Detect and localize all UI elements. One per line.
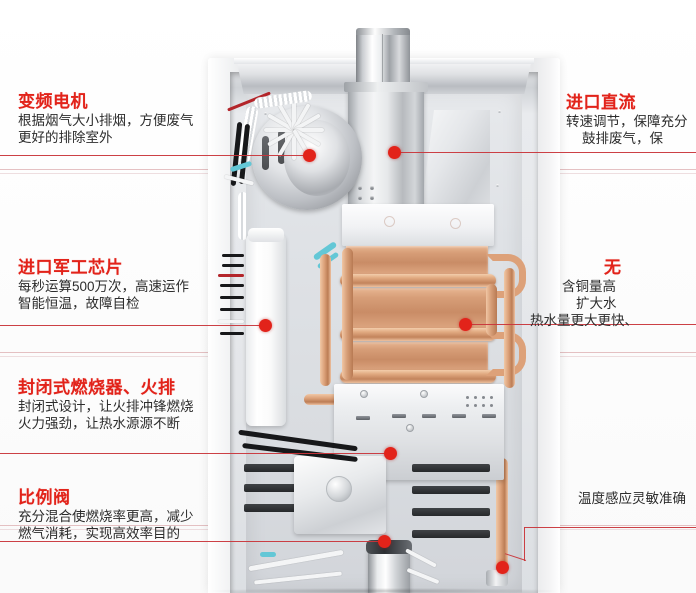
dc-fan-dot[interactable] xyxy=(388,146,401,159)
callout-imported-dc-motor: 进口直流 转速调节，保障充分 鼓排废气，保 xyxy=(566,93,696,147)
callout-desc-line: 温度感应灵敏准确 xyxy=(578,491,686,506)
motor-dot[interactable] xyxy=(303,149,316,162)
callout-title: 变频电机 xyxy=(18,92,88,111)
callout-title: 进口军工芯片 xyxy=(18,258,123,277)
callout-temperature-sensor: 温度感应灵敏准确 xyxy=(578,490,696,507)
callout-sealed-burner: 封闭式燃烧器、火排 封闭式设计，让火排冲锋燃烧 火力强劲，让热水源源不断 xyxy=(18,378,194,432)
leader-line-motor xyxy=(0,155,310,156)
callout-desc-line: 含铜量高 xyxy=(562,279,616,294)
callout-proportional-valve: 比例阀 充分混合使燃烧率更高，减少 燃气消耗，实现高效率目的 xyxy=(18,488,194,542)
copper-inlet-pipe xyxy=(320,254,331,386)
temp-sensor-dot[interactable] xyxy=(496,561,509,574)
callout-desc-line: 鼓排废气，保 xyxy=(582,131,663,146)
combustion-chamber-cover xyxy=(342,204,494,246)
callout-desc-line: 每秒运算500万次，高速运作 xyxy=(18,279,190,294)
leader-line-prop-valve xyxy=(0,541,386,542)
copper-riser-pipe xyxy=(496,458,508,570)
callout-desc-line: 火力强劲，让热水源源不断 xyxy=(18,416,180,431)
gas-valve-knob xyxy=(326,476,352,502)
copper-cross-pipe xyxy=(304,394,352,405)
proportional-valve-coil xyxy=(366,540,412,554)
callout-desc-line: 更好的排除室外 xyxy=(18,130,113,145)
leader-line-burner xyxy=(0,453,392,454)
callout-desc-line: 燃气消耗，实现高效率目的 xyxy=(18,526,180,541)
callout-title: 封闭式燃烧器、火排 xyxy=(18,378,176,397)
flue-collar xyxy=(356,28,410,35)
callout-title: 无 xyxy=(604,258,622,277)
callout-variable-frequency-motor: 变频电机 根据烟气大小排烟，方便废气 更好的排除室外 xyxy=(18,92,194,146)
product-shadow xyxy=(208,588,560,593)
prop-valve-dot[interactable] xyxy=(378,535,391,548)
leader-line-temp-sensor-riser xyxy=(524,527,525,561)
callout-desc-line: 热水量更大更快、 xyxy=(530,313,638,328)
exhaust-hood-left xyxy=(236,58,364,94)
callout-desc-line: 根据烟气大小排烟，方便废气 xyxy=(18,113,194,128)
copper-heat-exchanger xyxy=(340,244,526,384)
leader-line-dc-fan xyxy=(400,152,696,153)
leader-line-temp-sensor xyxy=(524,527,696,528)
product-photo xyxy=(208,28,560,593)
sensor-union-nut xyxy=(486,570,508,586)
flue-seam xyxy=(382,34,383,94)
duct-flange xyxy=(344,82,428,92)
callout-desc-line: 充分混合使燃烧率更高，减少 xyxy=(18,509,194,524)
callout-imported-military-chip: 进口军工芯片 每秒运算500万次，高速运作 智能恒温，故障自检 xyxy=(18,258,189,312)
copper-outlet-pipe xyxy=(504,268,515,388)
pcb-top-cap xyxy=(248,228,284,242)
callout-title: 比例阀 xyxy=(18,488,71,507)
callout-desc-line: 扩大水 xyxy=(576,296,617,311)
burner-dot[interactable] xyxy=(384,447,397,460)
leader-line-heat-exchanger xyxy=(470,324,696,325)
leader-line-chip xyxy=(0,325,266,326)
heat-exchanger-dot[interactable] xyxy=(459,318,472,331)
callout-title: 进口直流 xyxy=(566,93,636,112)
callout-desc-line: 封闭式设计，让火排冲锋燃烧 xyxy=(18,399,194,414)
callout-desc-line: 智能恒温，故障自检 xyxy=(18,296,140,311)
chip-dot[interactable] xyxy=(259,319,272,332)
callout-desc-line: 转速调节，保障充分 xyxy=(566,114,688,129)
callout-oxygen-free-copper: 无 含铜量高 扩大水 热水量更大更快、 xyxy=(530,258,696,329)
